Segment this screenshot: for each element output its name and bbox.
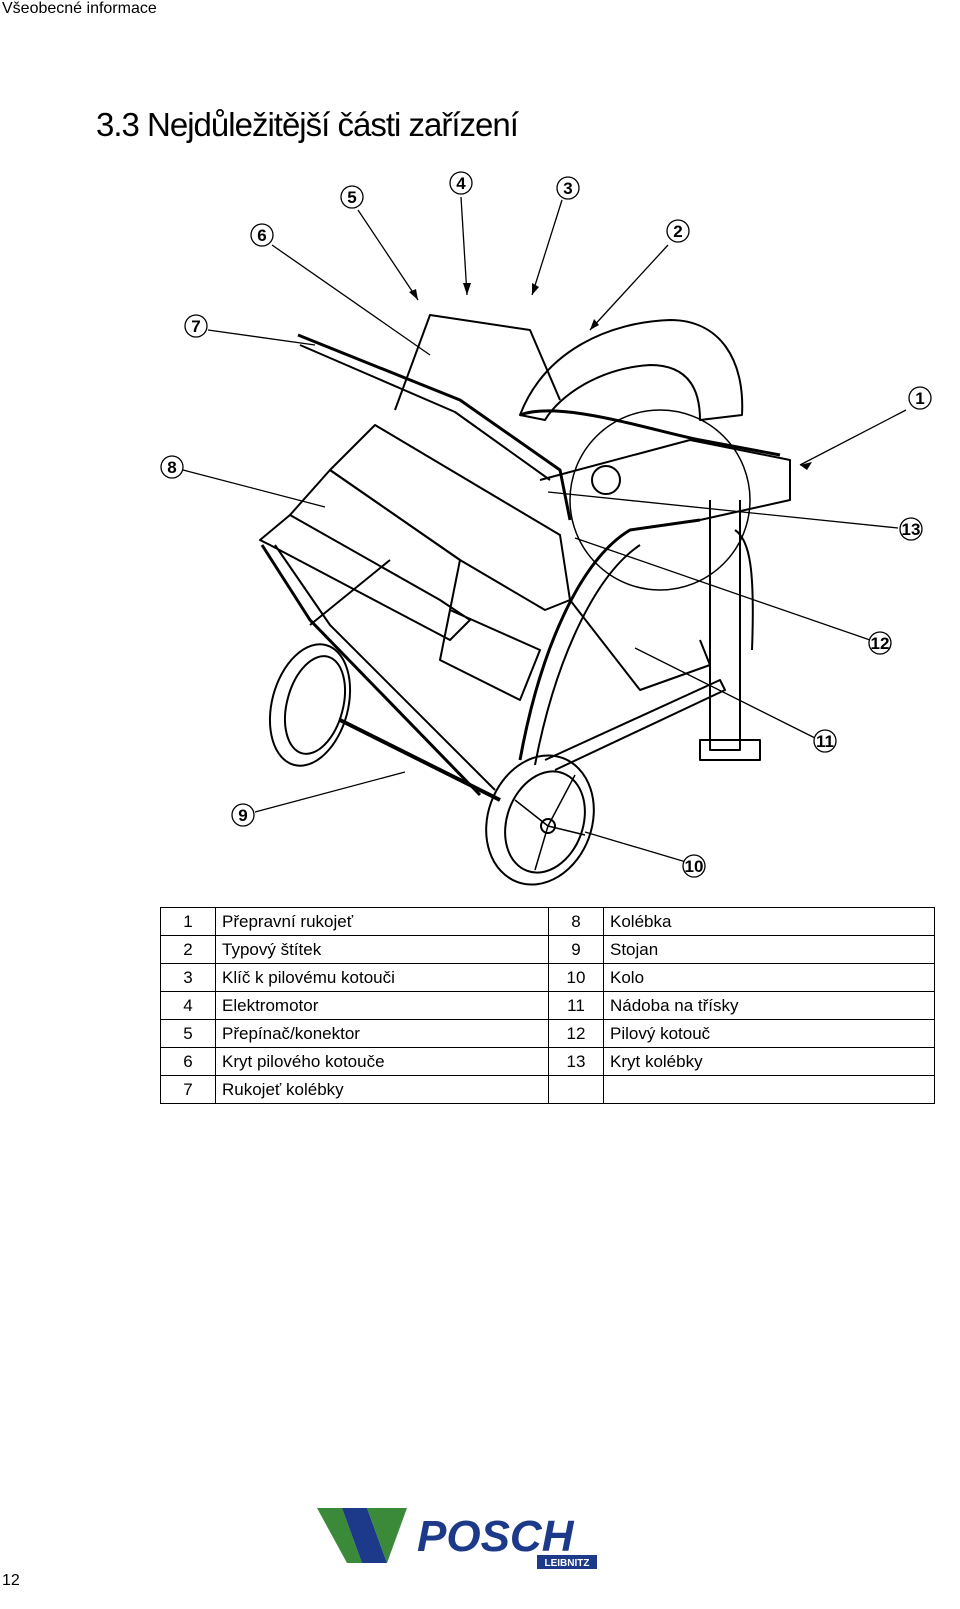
part-number: 4 <box>160 991 216 1020</box>
part-number: 6 <box>160 1047 216 1076</box>
callout-11: 11 <box>816 732 834 751</box>
part-label: Kolébka <box>603 907 935 936</box>
part-label: Kryt pilového kotouče <box>215 1047 549 1076</box>
callout-9: 9 <box>238 806 247 825</box>
part-number: 13 <box>548 1047 604 1076</box>
part-number <box>548 1075 604 1104</box>
callout-13: 13 <box>902 520 921 539</box>
callout-5: 5 <box>347 188 356 207</box>
part-label: Pilový kotouč <box>603 1019 935 1048</box>
callout-6: 6 <box>257 226 266 245</box>
part-number: 11 <box>548 991 604 1020</box>
part-label: Přepravní rukojeť <box>215 907 549 936</box>
part-number: 9 <box>548 935 604 964</box>
part-number: 2 <box>160 935 216 964</box>
part-label: Klíč k pilovému kotouči <box>215 963 549 992</box>
page-title: 3.3 Nejdůležitější části zařízení <box>96 106 519 143</box>
part-label: Rukojeť kolébky <box>215 1075 549 1104</box>
part-number: 1 <box>160 907 216 936</box>
posch-logo: POSCH LEIBNITZ <box>317 1508 597 1569</box>
part-label: Přepínač/konektor <box>215 1019 549 1048</box>
part-label: Stojan <box>603 935 935 964</box>
callout-3: 3 <box>563 179 572 198</box>
part-number: 12 <box>548 1019 604 1048</box>
callout-2: 2 <box>673 222 682 241</box>
logo-text: POSCH <box>417 1512 575 1561</box>
part-number: 8 <box>548 907 604 936</box>
callout-12: 12 <box>871 634 890 653</box>
callout-4: 4 <box>456 174 466 193</box>
callout-10: 10 <box>685 857 704 876</box>
part-number: 7 <box>160 1075 216 1104</box>
part-label <box>603 1075 935 1104</box>
page-number: 12 <box>2 1572 20 1589</box>
part-label: Kryt kolébky <box>603 1047 935 1076</box>
logo-sub: LEIBNITZ <box>545 1558 590 1569</box>
section-header: Všeobecné informace <box>2 0 157 17</box>
part-label: Elektromotor <box>215 991 549 1020</box>
callout-7: 7 <box>191 317 200 336</box>
part-number: 5 <box>160 1019 216 1048</box>
part-label: Nádoba na třísky <box>603 991 935 1020</box>
part-label: Kolo <box>603 963 935 992</box>
saw-diagram: 1 2 3 4 5 6 7 8 9 10 11 12 13 <box>160 171 932 886</box>
callout-1: 1 <box>915 389 924 408</box>
part-label: Typový štítek <box>215 935 549 964</box>
part-number: 3 <box>160 963 216 992</box>
callout-8: 8 <box>167 458 176 477</box>
part-number: 10 <box>548 963 604 992</box>
